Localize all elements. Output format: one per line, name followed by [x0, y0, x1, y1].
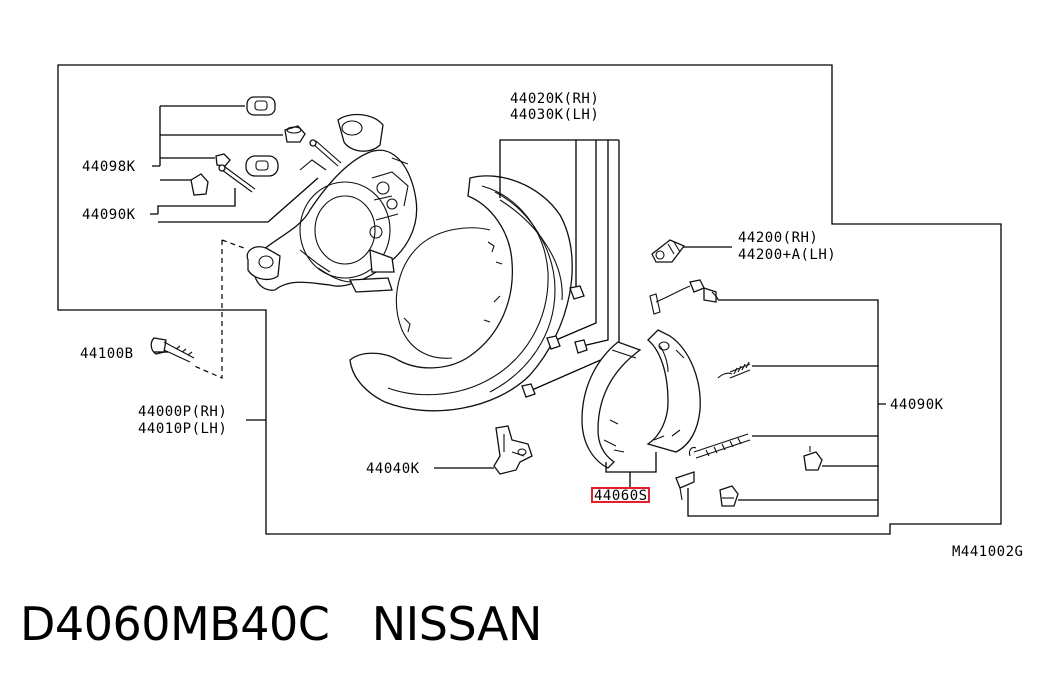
retainer-clip-icon	[246, 96, 276, 116]
label-shoe: 44060S	[594, 488, 648, 504]
highlight-box	[591, 487, 650, 503]
label-spring-kit-right: 44090K	[890, 397, 944, 413]
adjuster-icon	[651, 239, 732, 263]
footer-part-info: D4060MB40C NISSAN	[20, 597, 542, 651]
parking-lever-icon	[493, 425, 533, 475]
label-adjuster-rh: 44200(RH)	[738, 230, 818, 246]
cable-spring-icon	[649, 279, 719, 315]
adjuster-spring-icon	[688, 433, 751, 459]
footer-brand: NISSAN	[371, 597, 543, 651]
label-plate-lh: 44010P(LH)	[138, 421, 227, 437]
label-lever: 44040K	[366, 461, 420, 477]
footer-spacer	[329, 597, 371, 651]
retainer-clip-icon	[245, 155, 279, 177]
shoe-bracket-line	[605, 452, 657, 488]
hardware-group-right	[649, 279, 886, 517]
dust-shield-icon	[349, 175, 573, 412]
bolt-icon	[150, 337, 195, 363]
bolt-leader-dashed	[191, 239, 245, 379]
hold-down-pin-icon	[218, 139, 342, 193]
parts-diagram: 44020K(RH) 44030K(LH) 44098K 44090K 4420…	[57, 64, 1023, 560]
label-plate-rh: 44000P(RH)	[138, 404, 227, 420]
label-adjuster-lh: 44200+A(LH)	[738, 247, 836, 263]
retainer-icon	[675, 471, 695, 501]
label-shoe-set-lh: 44030K(LH)	[510, 107, 599, 123]
spring-cup-icon	[284, 125, 306, 143]
diagram-frame	[57, 64, 1002, 535]
label-hardware-a: 44098K	[82, 159, 136, 175]
label-spring-kit-top: 44090K	[82, 207, 136, 223]
brake-shoe-icon	[581, 329, 701, 469]
footer-part-number: D4060MB40C	[20, 597, 330, 651]
clip-icon	[803, 446, 823, 471]
hardware-group-left	[150, 96, 342, 223]
spring-seat-icon	[719, 485, 739, 507]
backing-plate-icon	[246, 113, 418, 293]
label-bolt: 44100B	[80, 346, 134, 362]
shoe-set-leaders	[499, 139, 620, 398]
nut-icon	[215, 153, 231, 167]
spring-cup-icon	[190, 173, 209, 196]
return-spring-icon	[717, 361, 751, 379]
label-diagram-code: M441002G	[952, 544, 1023, 560]
leader-lines	[154, 351, 494, 469]
label-shoe-set-rh: 44020K(RH)	[510, 91, 599, 107]
